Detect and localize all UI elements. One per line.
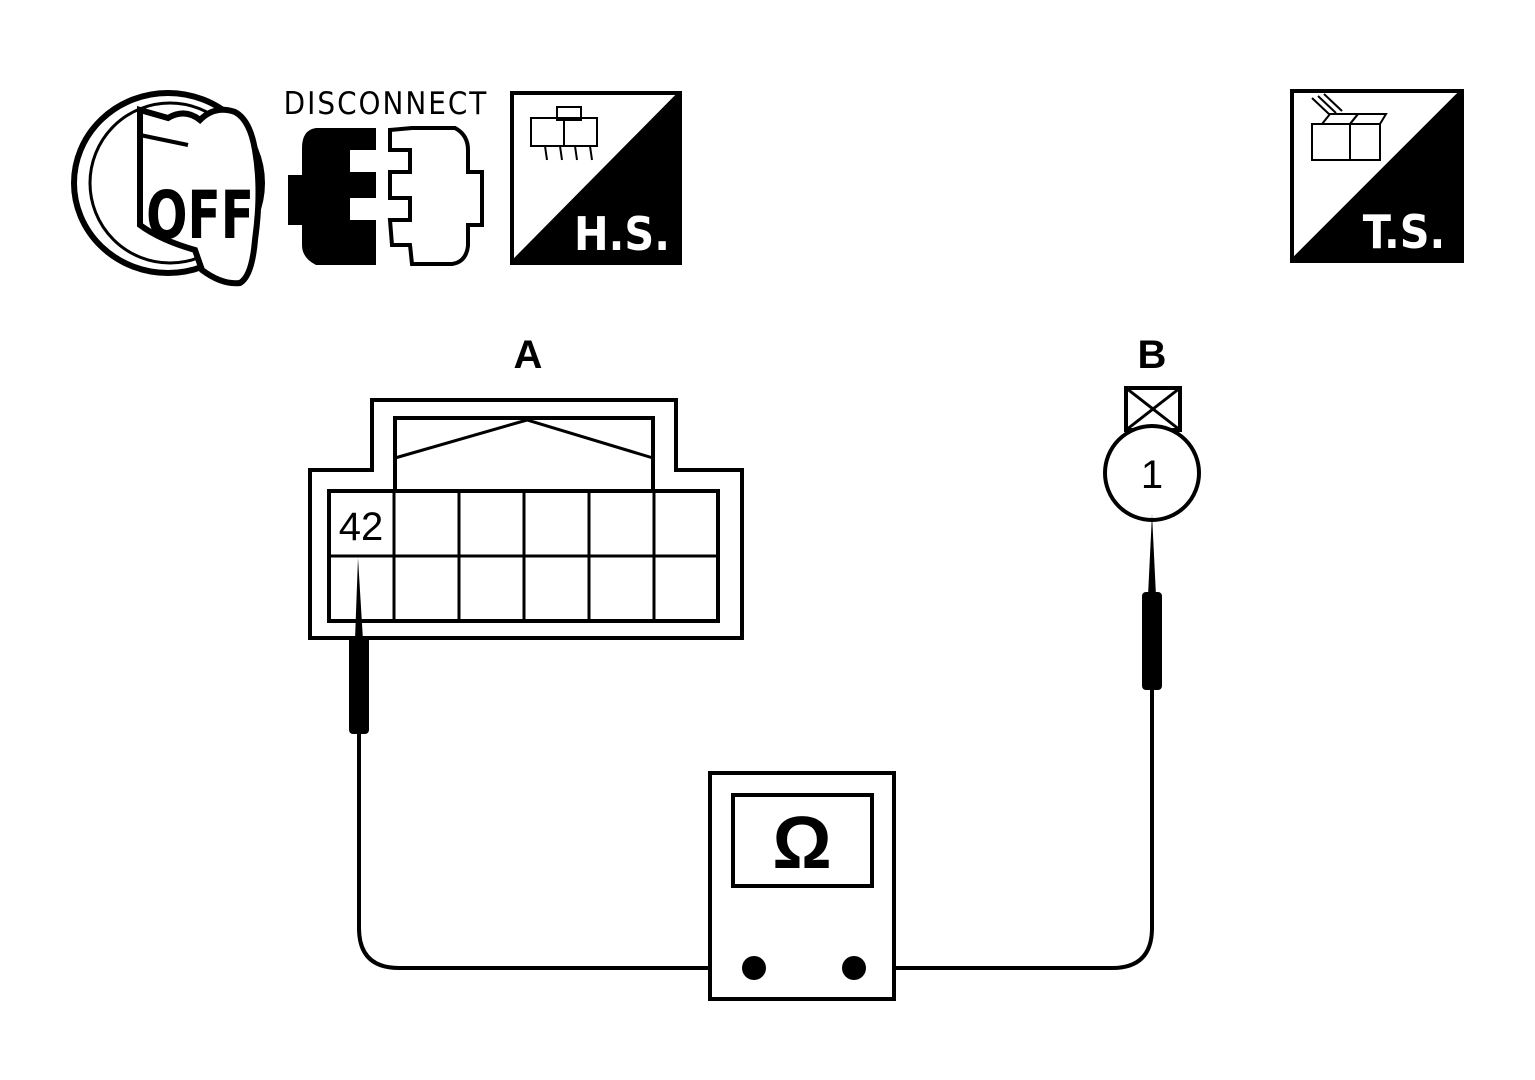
terminal-side-label: T.S. bbox=[1363, 205, 1446, 259]
ohmmeter-terminal-right bbox=[842, 956, 866, 980]
connector-b-terminal-number: 1 bbox=[1141, 453, 1163, 497]
ignition-off-label: OFF bbox=[146, 178, 254, 255]
ohmmeter-icon: Ω bbox=[708, 771, 896, 1001]
wire-b bbox=[854, 927, 1154, 970]
connector-b: B 1 bbox=[1103, 333, 1201, 522]
harness-side-label: H.S. bbox=[574, 207, 670, 261]
connector-disconnect-icon: DISCONNECT bbox=[284, 86, 489, 266]
terminal-side-connector-icon: T.S. bbox=[1290, 89, 1464, 263]
ohmmeter-display bbox=[731, 793, 874, 888]
connector-a-terminal-number: 42 bbox=[339, 505, 384, 549]
ohmmeter-terminal-left bbox=[742, 956, 766, 980]
connector-a-label: A bbox=[514, 333, 543, 377]
harness-side-connector-icon: H.S. bbox=[510, 91, 682, 265]
connector-a-grid-lines bbox=[329, 491, 718, 621]
connector-b-label: B bbox=[1138, 333, 1167, 377]
disconnect-label: DISCONNECT bbox=[284, 86, 489, 122]
probe-a bbox=[349, 558, 369, 930]
connector-a: A 42 bbox=[308, 333, 744, 640]
wire-a bbox=[357, 927, 754, 970]
connector-a-lock-tab bbox=[393, 416, 655, 492]
ignition-key-off-icon: OFF bbox=[71, 90, 265, 287]
ohm-symbol: Ω bbox=[772, 801, 831, 884]
probe-b bbox=[1142, 514, 1162, 930]
